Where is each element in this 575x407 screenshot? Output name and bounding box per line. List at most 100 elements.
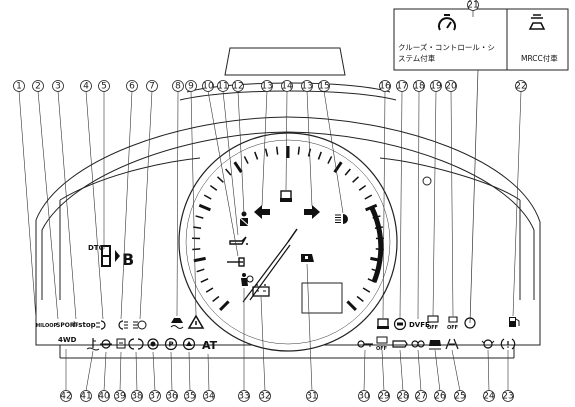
callout-bottom-32-label: 32 [259,392,270,402]
callout-bottom-27-label: 27 [415,392,426,402]
vehicle-icon [280,190,292,202]
gauge-tick [216,176,224,183]
gauge-tick [219,300,230,311]
callout-leader [237,90,245,215]
callout-top-19-label: 19 [430,82,442,92]
gauge-tick [233,161,243,173]
svg-text:P: P [168,341,173,349]
lane-departure-icon [377,318,389,329]
callout-bottom-40-circle [98,390,110,402]
oil-pressure-icon [229,236,248,245]
callout-bottom-36-circle [166,390,178,402]
gauge-tick [203,194,212,200]
gauge-tick [198,203,211,212]
airbag-icon [241,273,254,286]
legend-jp-line2: ステム付車 [398,53,436,63]
callout-leader [399,90,403,319]
callout-bottom-24-circle [483,390,495,402]
callout-leader [18,90,37,320]
gauge-tick [364,194,373,200]
ebpa-icon [182,337,196,351]
callout-bottom-36-label: 36 [166,392,178,402]
callout-leader [261,90,268,207]
callout-bottom-33-circle [238,390,250,402]
callout-top-20-circle [445,80,457,92]
callout-leader [188,351,191,392]
master-warning-icon [187,314,205,329]
lane-keep-icon [445,338,459,350]
callout-bottom-29-circle [378,390,390,402]
callout-top-4-label: 4 [83,82,89,92]
callout-leader [306,263,313,392]
callout-bottom-38-circle [131,390,143,402]
gauge-indicators [227,190,348,297]
fuel-icon [509,317,520,327]
high-beam-icon [335,214,348,224]
callout-leader [37,90,59,320]
gauge-tick [192,248,201,251]
callout-leader [434,349,441,392]
tpms-icon [116,338,126,349]
dtc-label: DTC [88,244,104,252]
callout-bottom-29-label: 29 [378,392,390,402]
charge-icon [227,257,245,267]
right-indicators: DVFE OFF OFF [377,315,520,331]
front-fog-icon [96,320,106,330]
gauge-tick [196,268,205,273]
gauge-tick [317,151,322,160]
4wd-label: 4WD [58,336,77,344]
bottom-left-indicators: 4WD P [58,336,218,352]
callout-top-9-label: 9 [188,82,194,92]
callout-top-11-label: 11 [217,82,228,92]
callout-bottom-27-circle [415,390,427,402]
brake-pad-icon [128,338,144,350]
callout-top-2-circle [32,80,44,92]
callout-top-22-circle [515,80,527,92]
callout-bottom-31-circle [306,390,318,402]
engine-icon [392,340,408,348]
callout-top-13-label: 13 [261,82,272,92]
callout-top-13-label: 13 [301,82,312,92]
callout-top-8-label: 8 [175,82,181,92]
legend-box: クルーズ・コントロール・シ ステム付車 MRCC付車 [393,8,569,71]
callout-leader [207,90,239,257]
gauge-tick [358,184,367,191]
callout-bottom-31-label: 31 [306,392,317,402]
off-label-3: OFF [376,346,387,352]
callout-bottom-26-label: 26 [434,392,446,402]
callout-bottom-23-label: 23 [502,392,513,402]
service-icon [481,339,495,349]
callout-top-14-circle [281,80,293,92]
callout-top-21-label: 21 [467,1,478,11]
legend-jp-line1: クルーズ・コントロール・シ [398,42,495,52]
callout-bottom-30-circle [358,390,370,402]
callout-leader [487,349,490,392]
callout-top-19-circle [430,80,442,92]
callout-leader [285,90,288,191]
callout-top-12-label: 12 [232,82,243,92]
callout-bottom-30-label: 30 [358,392,370,402]
callout-leader [207,353,210,392]
callout-leader [85,90,104,320]
callout-bottom-34-circle [203,390,215,402]
callout-top-7-label: 7 [149,82,155,92]
off-label-2: OFF [447,325,458,331]
door-ajar-icon [301,254,314,262]
callout-top-16-circle [379,80,391,92]
at-label: AT [202,339,218,352]
callout-top-8-circle [172,80,184,92]
gauge-tick [243,156,249,164]
callout-bottom-32-circle [259,390,271,402]
callout-bottom-25-circle [454,390,466,402]
callout-top-14-label: 14 [281,82,293,92]
callout-top-7-circle [146,80,158,92]
callout-leader [260,296,266,392]
gauge-tick [200,278,209,283]
callout-top-17-label: 17 [396,82,407,92]
callout-bottom-25-label: 25 [454,392,465,402]
callout-leader [399,349,404,392]
gauge-tick [225,168,232,176]
callout-bottom-37-label: 37 [149,392,160,402]
callout-top-9-circle [185,80,197,92]
cruise-indicator [464,317,476,329]
